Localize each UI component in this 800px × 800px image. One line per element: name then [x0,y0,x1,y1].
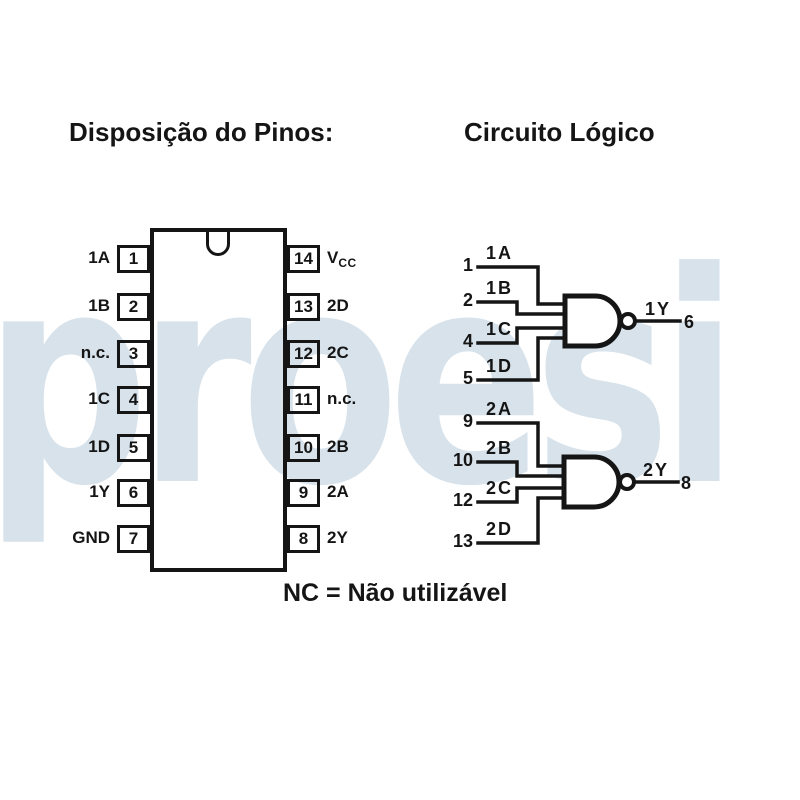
signal-label-1d: 1D [486,356,514,376]
vcc-subscript: CC [338,256,357,270]
nand-gate-2-inverter-bubble [618,473,636,491]
wire-2d [476,496,566,545]
net-pin-number-5: 5 [462,368,473,388]
signal-label-1b: 1B [486,278,514,298]
vcc-main: V [327,248,339,267]
pin-box-7: 7 [117,525,150,553]
net-pin-number-4: 4 [462,331,473,351]
pin-label-2a: 2A [327,482,349,501]
signal-label-2a: 2A [486,399,514,419]
pin-box-14: 14 [287,245,320,273]
output-signal-label-1y: 1Y [645,299,672,319]
nand-gate-1-inverter-bubble [619,312,637,330]
pin-label-gnd: GND [72,528,110,547]
logic-section-title: Circuito Lógico [464,117,655,147]
wire-2a [476,421,566,468]
net-pin-number-9: 9 [462,411,473,431]
ic-package-body [150,228,287,572]
pin-box-6: 6 [117,479,150,507]
pin-label-2b: 2B [327,437,349,456]
pin-box-4: 4 [117,386,150,414]
signal-label-1c: 1C [486,319,514,339]
pin-label-1d: 1D [88,437,110,456]
pin-label-1c: 1C [88,389,110,408]
signal-label-2b: 2B [486,438,514,458]
net-pin-number-12: 12 [452,490,473,510]
ic-orientation-notch [206,231,230,256]
pin-box-12: 12 [287,340,320,368]
pin-label-nc-3: n.c. [80,343,110,362]
pin-box-10: 10 [287,434,320,462]
net-pin-number-13: 13 [452,531,473,551]
pin-box-3: 3 [117,340,150,368]
pin-label-2c: 2C [327,343,349,362]
net-pin-number-2: 2 [462,290,473,310]
wire-1d [476,336,567,382]
output-signal-label-2y: 2Y [643,460,670,480]
nand-gate-2-body [561,454,622,510]
pin-label-1y: 1Y [89,482,110,501]
signal-label-2c: 2C [486,478,514,498]
pin-label-2y: 2Y [327,528,348,547]
wire-1c [476,326,567,345]
pin-box-8: 8 [287,525,320,553]
wire-1b [476,300,567,316]
wire-2b [476,460,566,478]
net-pin-number-10: 10 [452,450,473,470]
pin-label-1a: 1A [88,248,110,267]
wire-1a [476,265,567,306]
signal-label-2d: 2D [486,519,514,539]
pin-label-2d: 2D [327,296,349,315]
pin-box-13: 13 [287,293,320,321]
pin-label-vcc: VCC [327,248,357,270]
pin-box-9: 9 [287,479,320,507]
pin-box-11: 11 [287,386,320,414]
pin-box-2: 2 [117,293,150,321]
pin-label-nc-11: n.c. [327,389,357,408]
pin-box-1: 1 [117,245,150,273]
pin-label-1b: 1B [88,296,110,315]
output-pin-number-8: 8 [681,473,692,493]
nc-footnote: NC = Não utilizável [283,579,508,607]
nand-gate-1-body [562,293,623,349]
pinout-section-title: Disposição do Pinos: [69,117,334,147]
pin-box-5: 5 [117,434,150,462]
net-pin-number-1: 1 [462,255,473,275]
wire-2c [476,486,566,504]
signal-label-1a: 1A [486,243,514,263]
output-pin-number-6: 6 [684,312,695,332]
